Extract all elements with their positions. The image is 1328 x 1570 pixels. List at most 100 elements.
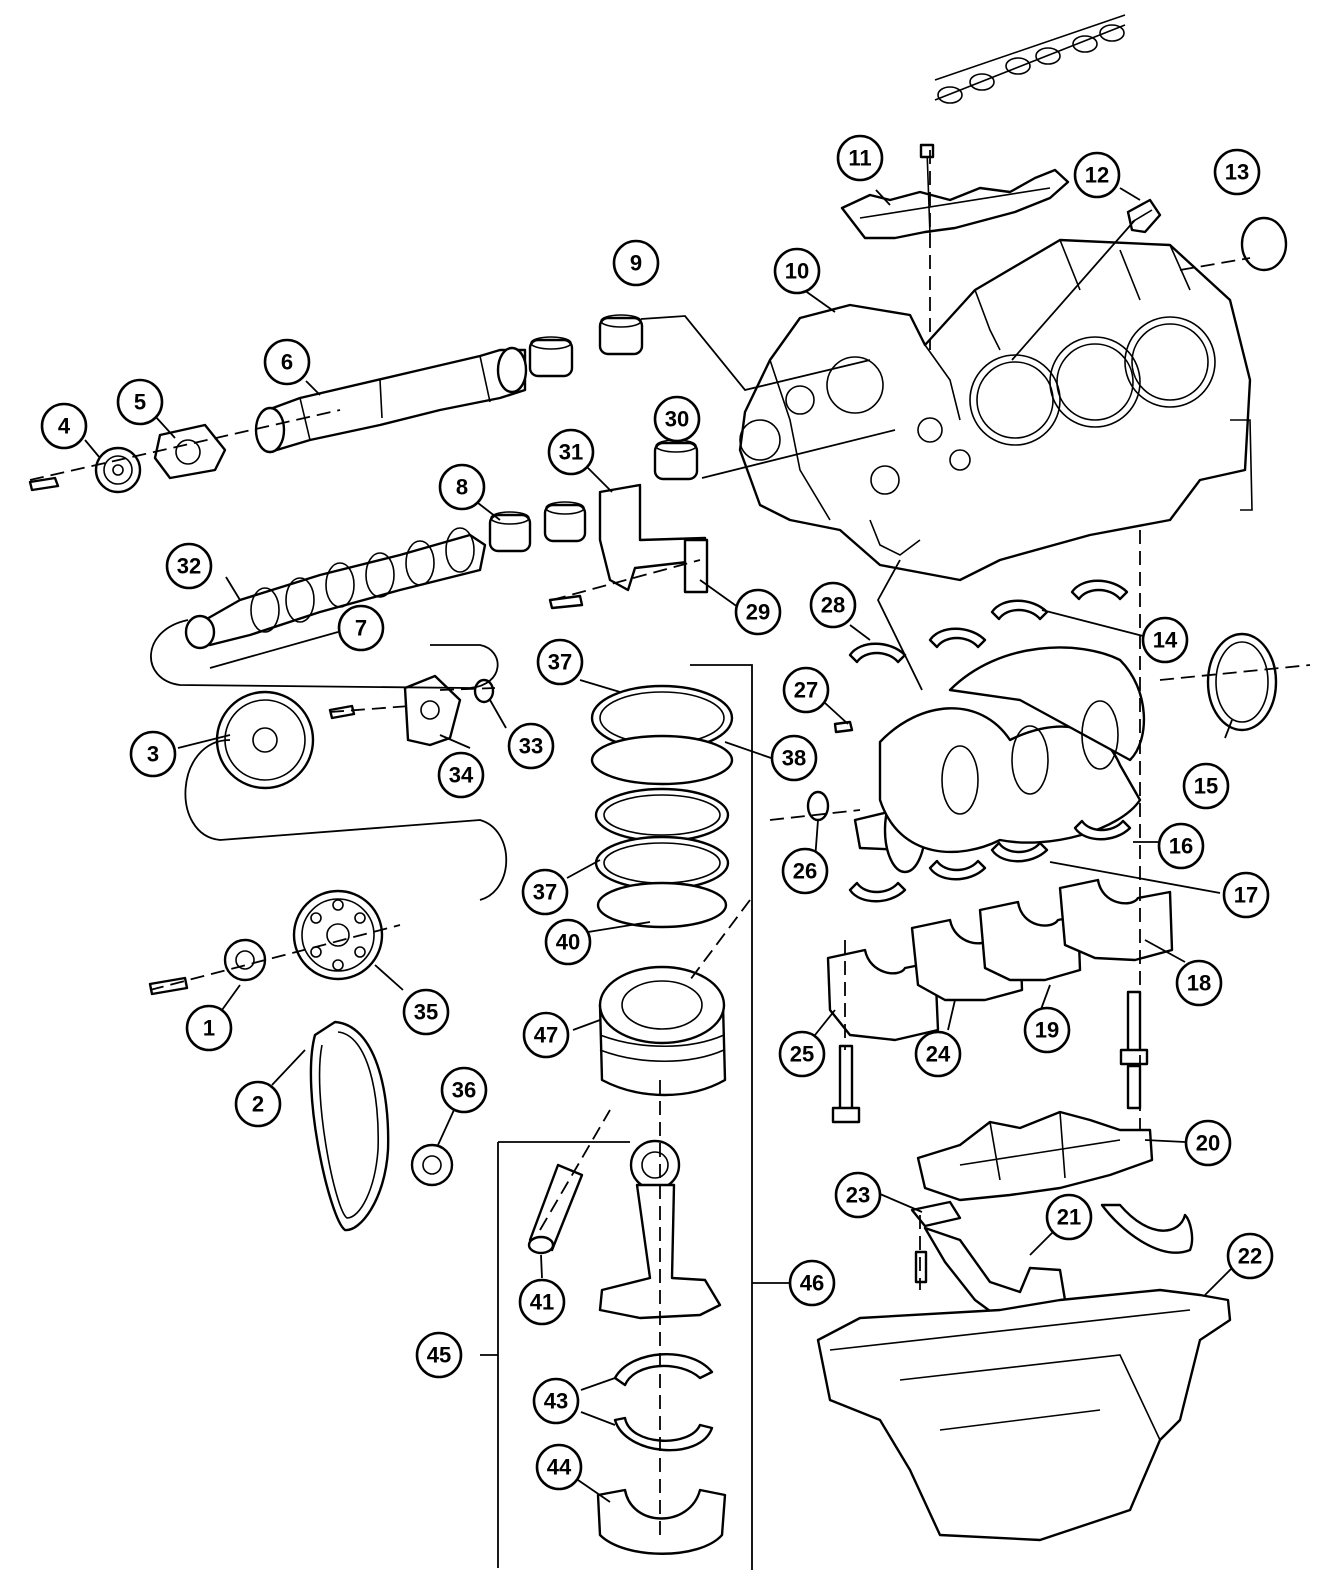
- crankshaft-key: [833, 720, 854, 734]
- washer: [473, 678, 495, 704]
- rear-main-seal: [1206, 632, 1278, 732]
- callout-46: 46: [788, 1259, 836, 1307]
- svg-text:35: 35: [414, 1000, 438, 1025]
- callout-41: 41: [518, 1278, 566, 1326]
- svg-text:43: 43: [544, 1389, 568, 1414]
- callout-28: 28: [809, 581, 857, 629]
- idler-gear: [292, 889, 384, 981]
- svg-text:37: 37: [533, 880, 557, 905]
- dowel-sleeve: [1126, 198, 1162, 234]
- core-plug: [1240, 216, 1288, 272]
- svg-text:34: 34: [449, 763, 474, 788]
- svg-text:47: 47: [534, 1023, 558, 1048]
- callout-17: 17: [1222, 871, 1270, 919]
- svg-text:1: 1: [203, 1016, 215, 1041]
- callout-3: 3: [129, 730, 177, 778]
- svg-text:44: 44: [547, 1455, 572, 1480]
- rod-bearings: [613, 1353, 714, 1452]
- svg-text:25: 25: [790, 1042, 814, 1067]
- callout-24: 24: [914, 1030, 962, 1078]
- svg-text:28: 28: [821, 593, 845, 618]
- svg-text:12: 12: [1085, 163, 1109, 188]
- callout-22: 22: [1226, 1232, 1274, 1280]
- callout-11: 11: [836, 134, 884, 182]
- callout-23: 23: [834, 1171, 882, 1219]
- callout-34: 34: [437, 751, 485, 799]
- sprocket-retainer-plate: [328, 674, 462, 747]
- svg-text:40: 40: [556, 930, 580, 955]
- callout-25: 25: [778, 1030, 826, 1078]
- centerlines: [29, 150, 1311, 1540]
- svg-text:23: 23: [846, 1183, 870, 1208]
- piston-rings: [590, 684, 734, 929]
- crankshaft-sprocket: [410, 1143, 454, 1187]
- callout-6: 6: [263, 338, 311, 386]
- callout-10: 10: [773, 247, 821, 295]
- svg-text:31: 31: [559, 440, 583, 465]
- callout-31: 31: [547, 428, 595, 476]
- callout-44: 44: [535, 1443, 583, 1491]
- callout-37-top: 37: [536, 638, 584, 686]
- oil-pump-gasket: [1100, 1203, 1194, 1254]
- main-bearing-caps: [826, 878, 1174, 1042]
- svg-text:17: 17: [1234, 883, 1258, 908]
- gear-bolt: [28, 476, 60, 492]
- svg-text:19: 19: [1035, 1018, 1059, 1043]
- svg-text:41: 41: [530, 1290, 554, 1315]
- camshaft: [184, 527, 487, 650]
- svg-text:46: 46: [800, 1271, 824, 1296]
- svg-text:24: 24: [926, 1042, 951, 1067]
- svg-text:29: 29: [746, 600, 770, 625]
- callout-13: 13: [1213, 148, 1261, 196]
- callout-4: 4: [40, 402, 88, 450]
- piston-pin: [527, 1163, 584, 1255]
- callout-33: 33: [507, 722, 555, 770]
- svg-text:20: 20: [1196, 1131, 1220, 1156]
- callout-7: 7: [337, 604, 385, 652]
- balance-shaft-bearing: [528, 314, 644, 378]
- callout-43: 43: [532, 1377, 580, 1425]
- callout-45: 45: [415, 1331, 463, 1379]
- oil-pan: [816, 1288, 1232, 1542]
- lifter-assembly: [934, 14, 1126, 104]
- svg-text:9: 9: [630, 251, 642, 276]
- svg-text:16: 16: [1169, 834, 1193, 859]
- engine-block: [738, 238, 1253, 582]
- callout-5: 5: [116, 378, 164, 426]
- callout-36: 36: [440, 1066, 488, 1114]
- callout-30: 30: [653, 395, 701, 443]
- thrust-plate: [153, 423, 227, 480]
- lower-main-bearings: [848, 819, 1132, 903]
- svg-text:2: 2: [252, 1092, 264, 1117]
- camshaft-sprocket: [215, 690, 315, 790]
- callout-9: 9: [612, 239, 660, 287]
- svg-text:26: 26: [793, 859, 817, 884]
- crankshaft-gear: [148, 938, 267, 996]
- svg-text:14: 14: [1153, 628, 1178, 653]
- callout-20: 20: [1184, 1119, 1232, 1167]
- callout-14: 14: [1141, 616, 1189, 664]
- rod-cap: [596, 1488, 727, 1555]
- svg-text:6: 6: [281, 350, 293, 375]
- svg-text:15: 15: [1194, 774, 1218, 799]
- svg-text:3: 3: [147, 742, 159, 767]
- svg-text:13: 13: [1225, 160, 1249, 185]
- callout-27: 27: [782, 666, 830, 714]
- bracket-46: [690, 664, 753, 1570]
- balance-shaft-gear: [94, 446, 142, 494]
- svg-text:30: 30: [665, 407, 689, 432]
- svg-text:7: 7: [355, 616, 367, 641]
- rocker-arm-assembly: [840, 143, 1070, 240]
- callout-18: 18: [1175, 959, 1223, 1007]
- upper-main-bearings: [848, 579, 1129, 664]
- svg-text:4: 4: [58, 414, 71, 439]
- callout-35: 35: [402, 988, 450, 1036]
- svg-text:37: 37: [548, 650, 572, 675]
- leader-lines: [84, 187, 1233, 1503]
- windage-tray: [916, 1110, 1154, 1202]
- svg-text:45: 45: [427, 1343, 451, 1368]
- callout-16: 16: [1157, 822, 1205, 870]
- callout-40: 40: [544, 918, 592, 966]
- svg-text:33: 33: [519, 734, 543, 759]
